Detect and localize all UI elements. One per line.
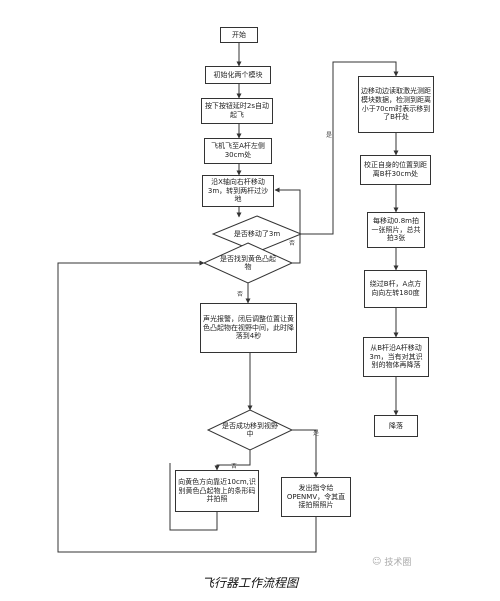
node-takeoff: 按下按钮延时2s自动起飞 — [201, 98, 273, 124]
edge-found-no-loop — [274, 187, 301, 264]
label-no-found: 否 — [237, 291, 244, 298]
decision-move-success — [206, 409, 294, 451]
edge-approach-loop — [169, 463, 218, 531]
diagram-caption: 飞行器工作流程图 — [201, 576, 298, 590]
node-start: 开始 — [220, 27, 258, 43]
watermark-text: 技术圈 — [384, 558, 412, 568]
edge-success-no — [214, 450, 251, 471]
edge-send-back — [57, 260, 317, 553]
decision-move-success-label: 是否成功移到视野中 — [222, 421, 278, 438]
decision-found-yellow-label: 是否找到黄色凸起物 — [220, 254, 276, 271]
node-move-along: 沿X轴向右杆移动3m，转到两杆过沙地 — [202, 175, 274, 207]
label-yes-success: 是 — [313, 430, 320, 437]
node-edge: 边移动边读取激光测距模块数据，检测到距离小于70cm时表示移到了B杆处 — [358, 76, 434, 133]
node-init: 初始化两个模块 — [205, 66, 271, 84]
node-land: 降落 — [374, 415, 418, 437]
node-calibrate: 校正自身的位置到距离B杆30cm处 — [360, 155, 431, 185]
decision-moved-3m-label: 是否移动了3m — [233, 229, 281, 238]
label-no-moved: 否 — [289, 240, 296, 247]
node-photo: 每移动0.8m拍一张照片，总共拍3张 — [367, 212, 425, 248]
label-yes-moved: 是 — [326, 132, 333, 139]
decision-found-yellow — [202, 242, 294, 284]
node-approach: 向黄色方向靠近10cm,识别黄色凸起物上的条形码并拍照 — [175, 470, 259, 512]
wechat-icon: ☺ — [372, 556, 382, 567]
watermark: ☺ 技术圈 — [372, 555, 412, 569]
node-arrive-a: 飞机飞至A杆左侧30cm处 — [204, 138, 272, 164]
node-alarm: 声光报警，闭后调整位置让黄色凸起物在视野中间，此时降落到4秒 — [200, 303, 297, 353]
edge-success-yes — [292, 429, 319, 478]
node-send: 发出指令给OPENMV，令其直接拍照照片 — [281, 477, 351, 517]
node-fly-back: 从B杆沿A杆移动3m，当有对其识别的物体再降落 — [363, 337, 429, 377]
edge-yes-to-edge — [301, 61, 399, 235]
node-turn: 绕过B杆，A点方向向左转180度 — [364, 270, 427, 308]
label-no-success: 否 — [231, 463, 238, 470]
connector-lines — [57, 43, 399, 553]
